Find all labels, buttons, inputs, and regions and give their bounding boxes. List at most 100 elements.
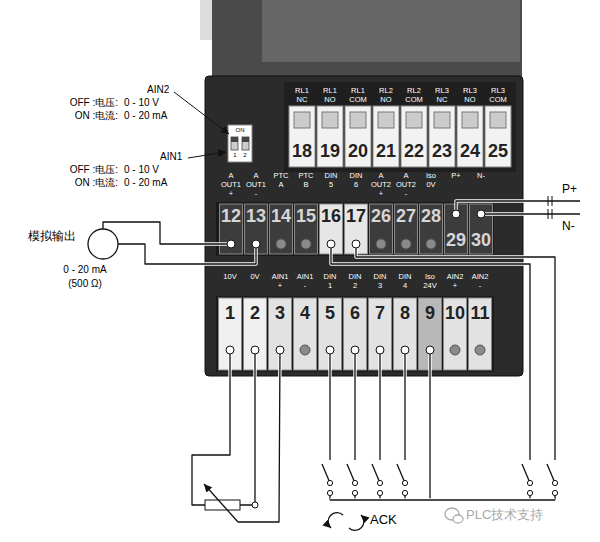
wire-entry: [251, 346, 259, 354]
terminal-body: [294, 298, 317, 370]
housing-back: [212, 0, 522, 82]
terminal-number: 6: [343, 303, 368, 323]
switch-contact: [402, 490, 407, 495]
wire: [354, 350, 355, 460]
wire: [238, 350, 280, 522]
switch-contact: [352, 480, 357, 485]
io-terminal-frame: [216, 202, 494, 256]
terminal: AIN2 +10: [443, 272, 468, 370]
terminal-body: [370, 204, 393, 254]
switch-contact: [377, 490, 382, 495]
wire: [356, 244, 555, 460]
dip-knob: [231, 137, 238, 142]
wire-halo: [356, 244, 555, 460]
terminal-number: 8: [393, 303, 418, 323]
terminal-body: [445, 204, 468, 254]
terminal-label: 0V: [250, 272, 259, 281]
terminal-label: P+: [451, 171, 460, 180]
annotation-label: AIN1: [160, 151, 182, 163]
housing-edge: [200, 0, 212, 40]
annotation-label: ON :电流:: [75, 177, 118, 189]
terminal-body: [373, 106, 399, 167]
wire-halo: [103, 222, 231, 244]
annotation-label: AIN2: [147, 84, 169, 96]
terminal-screw: [378, 112, 394, 128]
wire: [103, 222, 231, 244]
wire-halo: [192, 350, 230, 505]
annotation-label: ACK: [370, 512, 397, 528]
terminal-label: A OUT2 -: [396, 171, 416, 198]
terminal-number: 29: [444, 230, 469, 250]
wire-halo: [378, 350, 381, 460]
terminal-label: 10V: [223, 272, 236, 281]
terminal-number: 30: [469, 230, 494, 250]
terminal: DIN 516: [319, 171, 344, 254]
rotate-arrow: [349, 515, 364, 530]
terminal-label: DIN 5: [325, 171, 338, 189]
terminal-number: 26: [369, 206, 394, 226]
terminal-screw: [301, 239, 311, 249]
terminal: RL3 NC23: [428, 86, 456, 167]
terminal: A OUT2 +26: [369, 171, 394, 254]
wire: [456, 201, 580, 214]
terminal-label: N-: [477, 171, 485, 180]
switch-contact: [527, 480, 532, 485]
terminal-label: RL3 NO: [463, 86, 477, 104]
terminal-label: DIN 3: [374, 272, 387, 290]
switch-contact: [327, 480, 332, 485]
wire-halo: [238, 350, 280, 522]
terminal: RL1 NO19: [316, 86, 344, 167]
terminal: PTC A14: [269, 171, 294, 254]
dip-slider: [242, 137, 249, 150]
junction-dot: [252, 502, 258, 508]
annotation-label: 0 - 10 V: [124, 164, 159, 176]
watermark-icon: [453, 515, 463, 523]
terminal: RL2 NO21: [372, 86, 400, 167]
wiper-arrow: [204, 484, 238, 522]
switch-contact: [527, 490, 532, 495]
wire: [429, 350, 430, 500]
terminal-body: [457, 106, 483, 167]
terminal-number: 23: [428, 141, 456, 161]
wire-halo: [403, 350, 406, 460]
terminal-screw: [406, 112, 422, 128]
terminal-body: [270, 204, 293, 254]
terminal-number: 1: [218, 303, 243, 323]
terminal-label: PTC A: [274, 171, 289, 189]
terminal: Iso 0V28: [419, 171, 444, 254]
leader-arrow: [188, 152, 226, 158]
wire-entry: [477, 210, 485, 218]
wire: [240, 350, 255, 505]
terminal-screw: [434, 112, 450, 128]
terminal: RL3 NO24: [456, 86, 484, 167]
terminal-number: 7: [368, 303, 393, 323]
annotation-label: ON: [236, 127, 245, 134]
terminal-label: RL1 NC: [295, 86, 309, 104]
terminal-body: [289, 106, 315, 167]
terminal: DIN 15: [318, 272, 343, 370]
terminal-number: 18: [288, 141, 316, 161]
rotate-arrow: [328, 513, 343, 528]
terminal-number: 17: [344, 206, 369, 226]
terminal: RL2 COM22: [400, 86, 428, 167]
terminal-label: Iso 0V: [426, 171, 436, 189]
terminal-label: RL3 COM: [489, 86, 507, 104]
terminal-body: [295, 204, 318, 254]
terminal-label: A OUT1 +: [221, 171, 241, 198]
terminal: Iso 24V9: [418, 272, 443, 370]
annotation-label: 0 - 20 mA: [124, 177, 167, 189]
terminal: AIN1 -4: [293, 272, 318, 370]
annotation-label: N-: [562, 219, 575, 233]
terminal-screw: [322, 112, 338, 128]
terminal-label: Iso 24V: [423, 272, 436, 290]
terminal-number: 15: [294, 206, 319, 226]
wire-entry: [351, 346, 359, 354]
terminal-screw: [294, 112, 310, 128]
switch-contact: [402, 480, 407, 485]
terminal-screw: [300, 345, 310, 355]
wire-entry: [227, 240, 235, 248]
terminal-body: [401, 106, 427, 167]
terminal-body: [345, 204, 368, 254]
terminal: 10V 1: [218, 272, 243, 370]
terminal-number: 10: [443, 303, 468, 323]
